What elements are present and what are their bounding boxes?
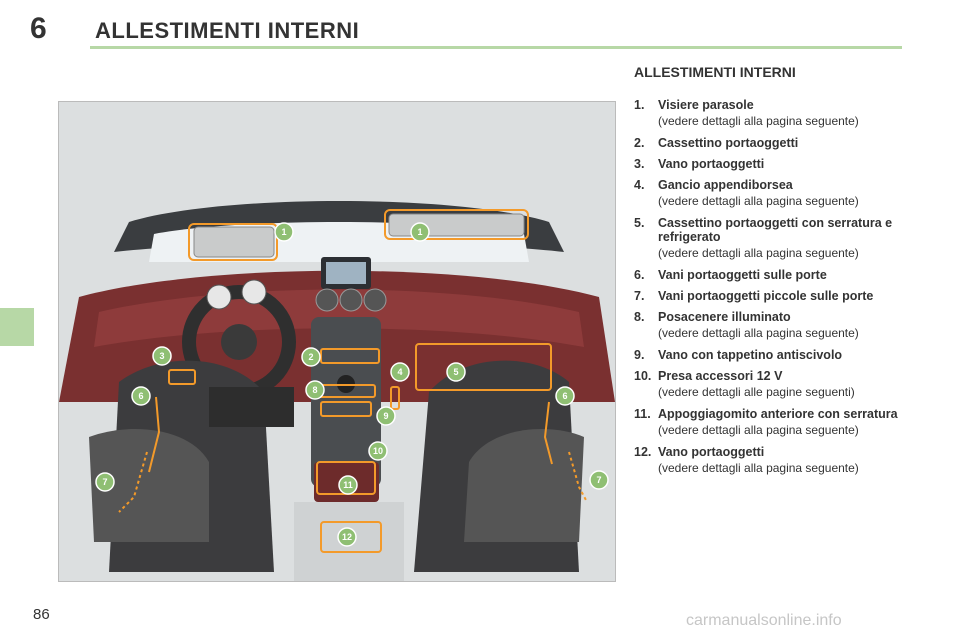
callout-6-right: 6 [555,386,575,406]
chapter-side-tab [0,308,34,346]
interior-illustration: 1 1 2 3 4 5 6 6 7 7 8 9 10 11 12 [58,101,616,582]
list-item: 3.Vano portaoggetti [634,157,765,171]
svg-text:7: 7 [102,477,107,487]
callout-6-left: 6 [131,386,151,406]
pedal-area [209,387,294,427]
sun-visor-left [193,226,275,258]
left-headrest [89,429,209,542]
interior-drawing: 1 1 2 3 4 5 6 6 7 7 8 9 10 11 12 [59,102,615,581]
item-list: 1.Visiere parasole(vedere dettagli alla … [634,98,934,483]
right-headrest [464,429,584,542]
svg-text:1: 1 [281,227,286,237]
list-item: 12.Vano portaoggetti(vedere dettagli all… [634,445,859,475]
callout-11: 11 [338,475,358,495]
callout-1-right: 1 [410,222,430,242]
list-item: 2.Cassettino portaoggetti [634,136,799,150]
svg-text:6: 6 [562,391,567,401]
svg-text:2: 2 [308,352,313,362]
callout-4: 4 [390,362,410,382]
list-item: 9.Vano con tappetino antiscivolo [634,348,843,362]
header-rule [90,46,902,49]
callout-5: 5 [446,362,466,382]
list-item: 4.Gancio appendiborsea(vedere dettagli a… [634,178,859,208]
callout-10: 10 [368,441,388,461]
page-number: 86 [33,606,50,623]
svg-text:6: 6 [138,391,143,401]
callout-7-right: 7 [589,470,609,490]
svg-text:7: 7 [596,475,601,485]
section-title: ALLESTIMENTI INTERNI [634,64,796,80]
list-item: 10.Presa accessori 12 V(vedere dettagli … [634,369,855,399]
sun-visor-right [388,213,525,237]
chapter-number: 6 [30,12,47,45]
callout-2: 2 [301,347,321,367]
svg-text:8: 8 [312,385,317,395]
callout-3: 3 [152,346,172,366]
callout-1-left: 1 [274,222,294,242]
callout-9: 9 [376,406,396,426]
callout-12: 12 [337,527,357,547]
svg-text:1: 1 [417,227,422,237]
svg-text:11: 11 [343,480,353,490]
list-item: 8.Posacenere illuminato(vedere dettagli … [634,310,859,340]
svg-text:12: 12 [342,532,352,542]
svg-text:4: 4 [397,367,402,377]
list-item: 1.Visiere parasole(vedere dettagli alla … [634,98,859,128]
svg-text:10: 10 [373,446,383,456]
list-item: 7.Vani portaoggetti piccole sulle porte [634,289,874,303]
svg-text:5: 5 [453,367,458,377]
watermark: carmanualsonline.info [686,612,842,629]
list-item: 11.Appoggiagomito anteriore con serratur… [634,407,898,437]
list-item: 6.Vani portaoggetti sulle porte [634,268,827,282]
svg-text:9: 9 [383,411,388,421]
callout-8: 8 [305,380,325,400]
list-item: 5.Cassettino portaoggetti con serratura … [634,216,893,260]
page-heading: ALLESTIMENTI INTERNI [95,18,360,43]
svg-text:3: 3 [159,351,164,361]
callout-7-left: 7 [95,472,115,492]
